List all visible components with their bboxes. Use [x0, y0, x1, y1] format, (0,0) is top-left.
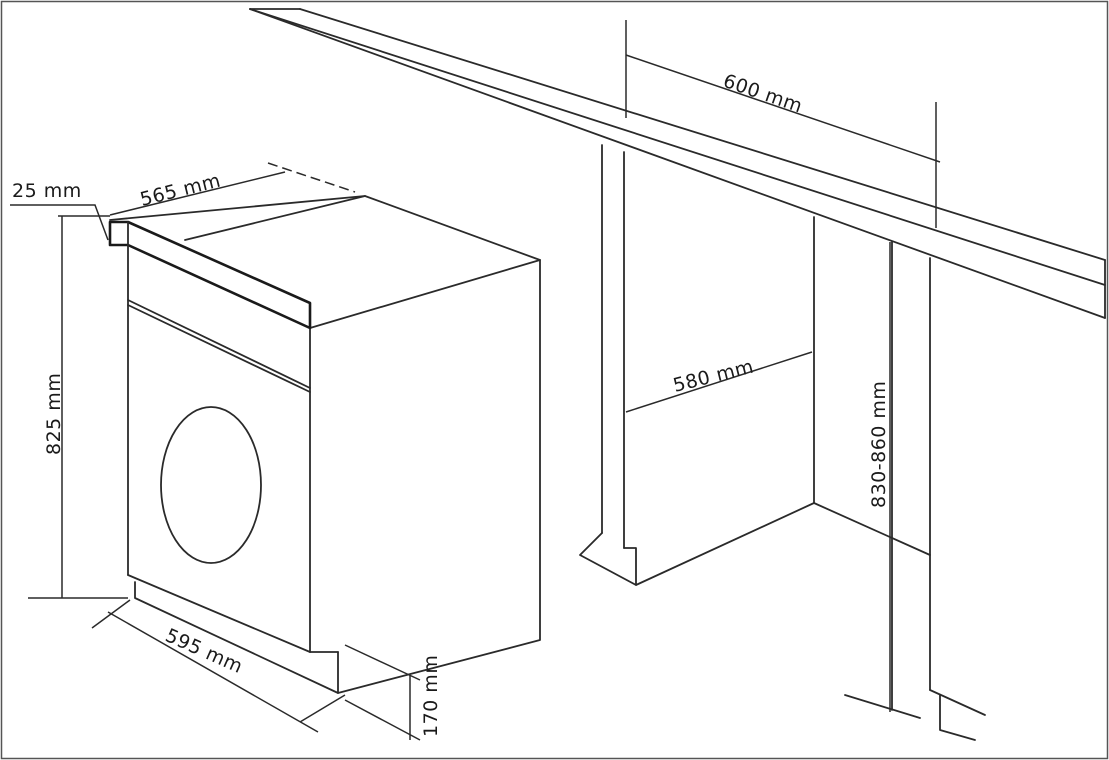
label-top-overhang: 25 mm: [12, 180, 82, 202]
door-porthole: [160, 406, 262, 564]
niche: [579, 144, 986, 741]
dim-niche-width-line: [625, 351, 813, 413]
label-machine-height: 825 mm: [43, 373, 65, 455]
dim-depth-line: [109, 162, 356, 216]
dim-height-line: [28, 216, 128, 599]
dim-plinth-line: [344, 644, 421, 741]
dim-top-overhang-line: [10, 204, 110, 241]
label-niche-height: 830-860 mm: [868, 381, 890, 508]
countertop: [249, 8, 1106, 319]
dim-width-line: [91, 599, 346, 733]
dim-niche-depth-line: [625, 20, 941, 228]
label-plinth-height: 170 mm: [420, 655, 442, 737]
washing-machine: [108, 195, 541, 694]
